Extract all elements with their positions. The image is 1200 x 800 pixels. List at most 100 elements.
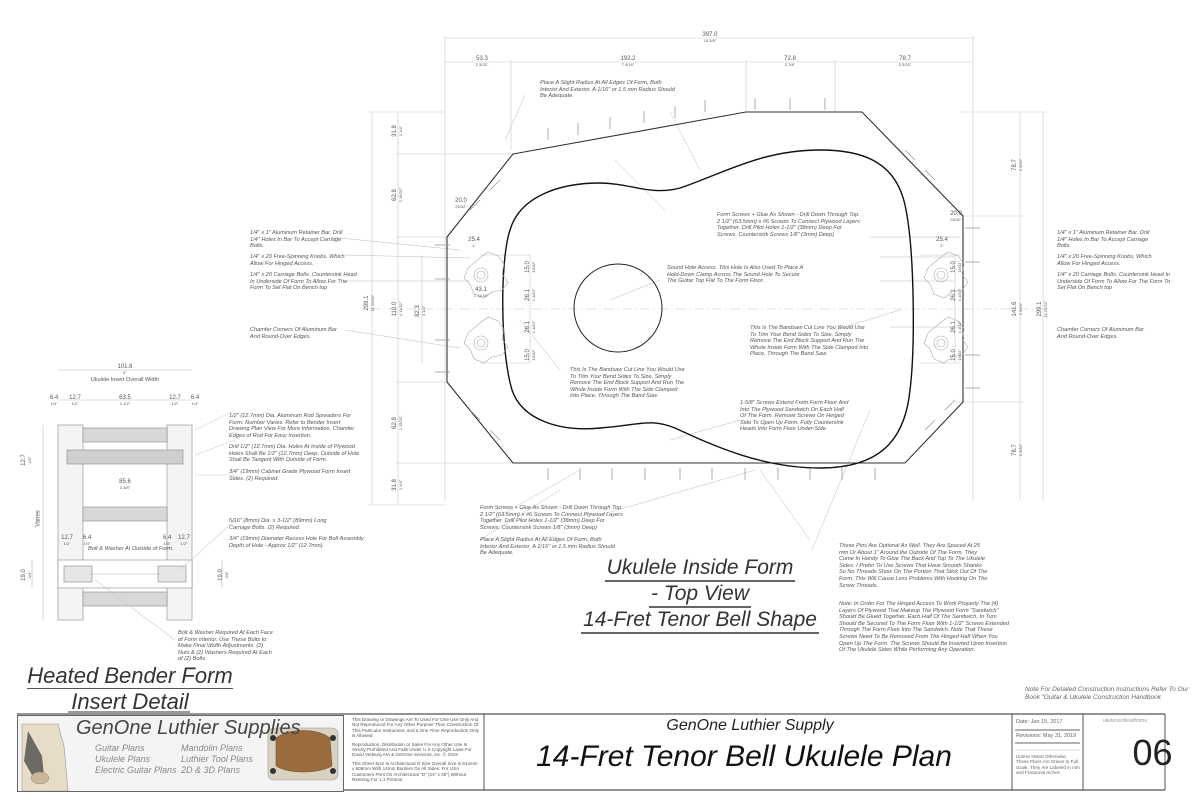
- revisions-field: Revisions: May 31, 2019: [1016, 733, 1077, 739]
- note-screws-158: 1-5/8" Screws Extend From Form Floor And…: [740, 400, 849, 433]
- logo-panel: GenOne Luthier Supplies Guitar Plans Uku…: [17, 715, 344, 792]
- category-luthier-tool-plans: Luthier Tool Plans: [181, 754, 253, 764]
- book-reference-note: Note For Detailed Construction Instructi…: [1025, 686, 1189, 701]
- insert-detail-drawing: [31, 369, 236, 641]
- insert-note-plywood: 3/4" (19mm) Cabinet Grade Plywood Form I…: [229, 469, 351, 482]
- category-ukulele-plans: Ukulele Plans: [95, 754, 151, 764]
- note-left-chamfer: Chamfer Corners Of Aluminum Bar And Roun…: [250, 327, 337, 340]
- logo-graphics: [21, 723, 339, 791]
- note-sound-hole: Sound Hole Access. This Hole Is Also Use…: [667, 265, 804, 285]
- leader-lines: [329, 94, 960, 551]
- note-left-knobs: 1/4" x 20 Free-Spinning Knobs, Which All…: [250, 254, 345, 267]
- logo-company-name: GenOne Luthier Supplies: [76, 717, 301, 739]
- note-right-carriage: 1/4" x 20 Carriage Bolts. Countersink He…: [1057, 272, 1171, 292]
- note-bandsaw-right: This Is The Bandsaw Cut Line You Would U…: [750, 325, 869, 358]
- category-list-right: Mandolin Plans Luthier Tool Plans 2D & 3…: [181, 743, 253, 776]
- category-2d-3d-plans: 2D & 3D Plans: [181, 765, 241, 775]
- note-form-screws-bottom: Form Screws + Glue As Shown - Drill Down…: [480, 505, 623, 531]
- insert-note-bolt-each: Bolt & Washer Required At Each Face of F…: [178, 630, 273, 663]
- category-list-left: Guitar Plans Ukulele Plans Electric Guit…: [95, 743, 177, 776]
- category-mandolin-plans: Mandolin Plans: [181, 743, 243, 753]
- category-electric-guitar-plans: Electric Guitar Plans: [95, 765, 177, 775]
- scale-note: Unless Noted Otherwise, These Plans Are …: [1016, 754, 1080, 776]
- form-outline: [446, 111, 964, 464]
- note-radius-bottom: Place A Slight Radius At All Edges Of Fo…: [480, 537, 615, 557]
- sheet-number: 06: [1132, 732, 1173, 773]
- date-field: Date: Jan 15, 2017: [1016, 719, 1063, 725]
- note-radius-top: Place A Slight Radius At All Edges Of Fo…: [540, 80, 675, 100]
- legal-notice: This Drawing or Drawings Are To Used For…: [352, 717, 480, 785]
- insert-note-bolt-outside: Bolt & Washer At Outside of Form.: [88, 546, 174, 552]
- note-right-chamfer: Chamfer Corners Of Aluminum Bar And Roun…: [1057, 327, 1144, 340]
- category-guitar-plans: Guitar Plans: [95, 743, 145, 753]
- note-left-retainer: 1/4" x 1" Aluminum Retainer Bar. Drill 1…: [250, 230, 343, 250]
- insert-detail-title: Heated Bender Form Insert Detail: [27, 663, 233, 714]
- sound-hole: [573, 263, 663, 353]
- dimension-lines: [368, 36, 1046, 506]
- legal-copyright: Reproduction, Distribution or Sales For …: [352, 741, 472, 758]
- note-pins: These Pins Are Optional As Well. They Ar…: [839, 543, 988, 589]
- left-knobs: [463, 251, 509, 364]
- company-name: GenOne Luthier Supply: [666, 717, 834, 734]
- note-hinged-access: Note: In Order For The Hinged Access To …: [839, 601, 1009, 654]
- insert-note-carriage: 5/16" (8mm) Dia. x 3-1/2" (89mm) Long Ca…: [229, 518, 327, 531]
- note-left-carriage: 1/4" x 20 Carriage Bolts. Countersink He…: [250, 272, 357, 292]
- legal-sheet-size: This Sheet Size Is Architectural D Size …: [352, 760, 478, 783]
- right-knobs: [923, 251, 969, 364]
- main-view-title: Ukulele Inside Form - Top View 14-Fret T…: [560, 556, 840, 634]
- plan-title: 14-Fret Tenor Bell Ukulele Plan: [536, 740, 952, 773]
- note-form-screws-top: Form Screws + Glue As Shown - Drill Down…: [717, 212, 860, 238]
- legal-usage: This Drawing or Drawings Are To Used For…: [352, 717, 479, 739]
- note-bandsaw-left: This Is The Bandsaw Cut Line You Would U…: [570, 367, 685, 400]
- insert-note-recess: 3/4" (19mm) Diameter Recess Hole For Bol…: [229, 536, 364, 549]
- note-right-retainer: 1/4" x 1" Aluminum Retainer Bar. Drill 1…: [1057, 230, 1150, 250]
- insert-note-holes: Drill 1/2" (12.7mm) Dia. Holes At Inside…: [229, 444, 360, 464]
- perimeter-pins: [435, 98, 980, 480]
- ukulele-body-outline: [502, 149, 914, 469]
- file-name: ukelenordleadforms: [1103, 718, 1147, 724]
- insert-height-label: Varies: [35, 510, 42, 527]
- insert-note-rods: 1/2" (12.7mm) Dia. Aluminum Rod Spreader…: [229, 413, 355, 439]
